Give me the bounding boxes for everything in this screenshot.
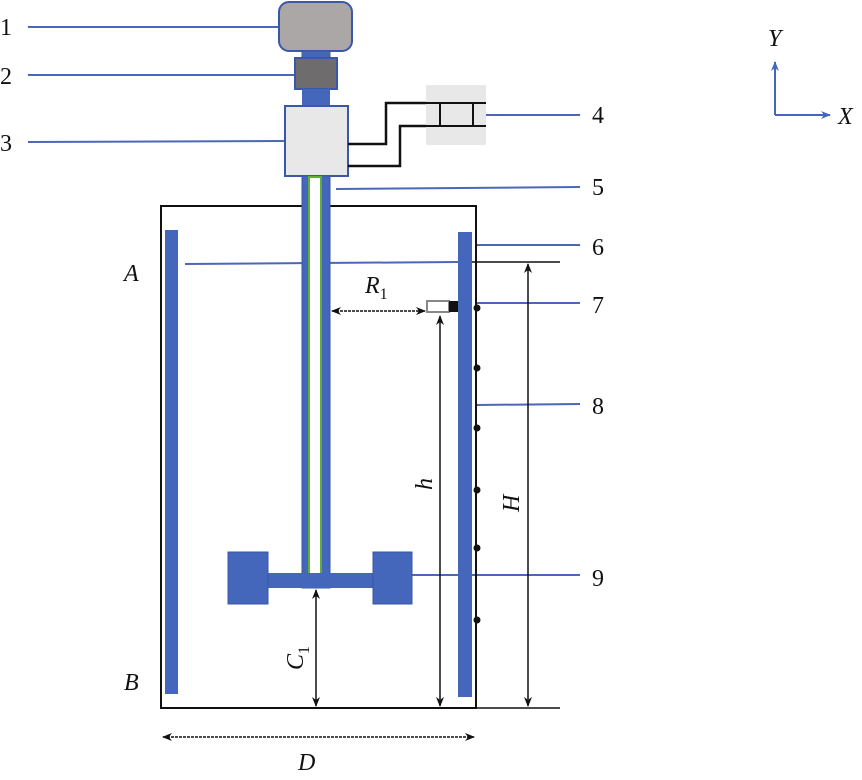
probe [426,300,450,313]
label-h: h [412,478,438,490]
label-C1: C1 [283,646,313,670]
label-B: B [124,670,139,696]
label-R1: R1 [364,273,388,303]
impeller-blade-left [227,551,269,605]
impeller-hub [268,573,373,588]
label-2: 2 [0,64,12,90]
data-acquisition-box [426,85,486,145]
label-1: 1 [0,15,12,41]
impeller-blade-right [372,551,413,605]
motor [278,1,353,52]
label-H: H [499,493,525,513]
label-D: D [297,750,315,776]
label-3: 3 [0,131,12,157]
shaft-inner [308,176,322,588]
left-baffle [165,230,178,694]
label-5: 5 [592,175,604,201]
torque-sensor [284,105,349,177]
label-8: 8 [592,394,604,420]
probe-points [473,304,481,624]
label-A: A [122,261,139,287]
reducer [294,57,338,90]
label-9: 9 [592,566,604,592]
probe-mount [449,301,458,312]
axis-x-label: X [837,104,854,130]
coordinate-axes: Y X [768,26,854,130]
leader-lines [27,26,581,576]
signal-wires [348,101,426,168]
label-4: 4 [592,103,604,129]
right-baffle [458,232,472,697]
label-6: 6 [592,235,604,261]
shaft-upper [302,89,330,107]
axis-y-label: Y [768,26,784,52]
label-7: 7 [592,293,604,319]
dimension-lines [162,261,560,741]
